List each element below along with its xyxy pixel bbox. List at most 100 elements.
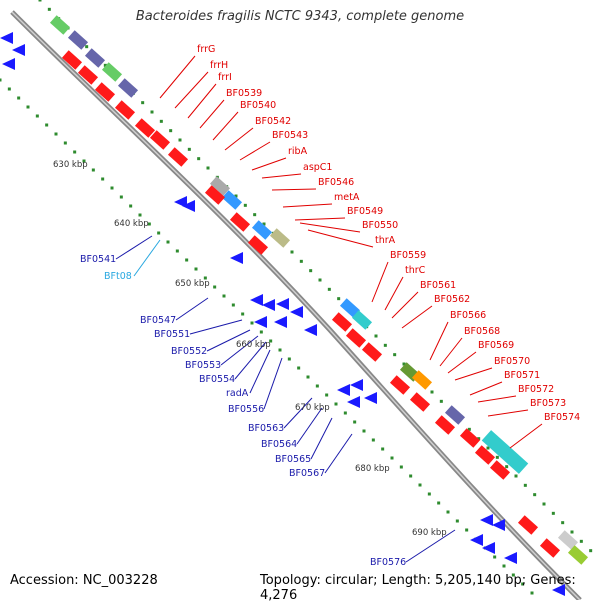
tick-dot — [561, 521, 565, 525]
kbp-label: 660 kbp — [236, 340, 271, 350]
tick-dot — [35, 114, 39, 118]
gene-arrow — [481, 430, 529, 474]
leader-line — [115, 235, 153, 260]
gene-label: aspC1 — [303, 162, 332, 173]
tick-dot — [63, 141, 67, 145]
tick-dot — [73, 150, 77, 154]
gene-labels: frrGfrrHfrrIBF0539BF0540BF0542BF0543ribA… — [80, 44, 580, 568]
gene-arrow — [539, 538, 561, 558]
gene-label: BF0573 — [530, 398, 566, 409]
tick-dot — [542, 502, 546, 506]
leader-line — [206, 329, 251, 352]
gene-label: BF0546 — [318, 177, 354, 188]
gene-label: BF0567 — [289, 468, 325, 479]
gene-arrow — [269, 228, 291, 248]
tick-dot — [231, 303, 235, 307]
genome-backbone-highlight — [11, 11, 581, 600]
gene-label: BF0572 — [518, 384, 554, 395]
tick-dot — [299, 259, 303, 263]
tick-dot — [446, 510, 450, 514]
gene-arrow — [12, 44, 25, 56]
leader-line — [133, 239, 161, 277]
gene-label: thrA — [375, 235, 396, 246]
gene-arrow — [174, 196, 187, 208]
tick-dot — [502, 564, 506, 568]
tick-dot — [159, 119, 163, 123]
tick-dot — [495, 455, 499, 459]
tick-dot — [110, 186, 114, 190]
tick-dot — [399, 465, 403, 469]
gene-arrow — [347, 396, 360, 408]
tick-dot — [455, 519, 459, 523]
tick-dot — [138, 213, 142, 217]
tick-dot — [493, 555, 497, 559]
tick-dot — [514, 474, 518, 478]
gene-arrow — [117, 78, 139, 98]
tick-dot — [269, 339, 273, 343]
gene-label: thrC — [405, 265, 426, 276]
tick-dot — [371, 438, 375, 442]
gene-arrow — [149, 130, 171, 150]
tick-dot — [390, 456, 394, 460]
tick-dot — [309, 269, 313, 273]
tick-dot — [47, 7, 51, 11]
kbp-label: 630 kbp — [53, 160, 88, 170]
tick-dot — [393, 353, 397, 357]
gene-arrow — [567, 545, 589, 565]
gene-arrow — [262, 299, 275, 311]
kbp-label: 680 kbp — [355, 464, 390, 474]
tick-dot — [129, 204, 133, 208]
tick-dot — [91, 168, 95, 172]
leader-line — [239, 141, 271, 161]
gene-arrow — [517, 515, 539, 535]
tick-dot — [243, 203, 247, 207]
gene-arrow — [557, 530, 579, 550]
gene-arrow — [350, 379, 363, 391]
tick-dot — [533, 493, 537, 497]
tick-dot — [383, 343, 387, 347]
inner-tick-track — [0, 78, 534, 595]
tick-dot — [169, 129, 173, 133]
gene-label: BF0552 — [171, 346, 207, 357]
leader-line — [283, 397, 313, 429]
gene-arrow — [480, 514, 493, 526]
gene-label: BF0553 — [185, 360, 221, 371]
tick-dot — [465, 528, 469, 532]
kbp-label: 650 kbp — [175, 279, 210, 289]
gene-arrow — [444, 405, 466, 425]
gene-arrow — [276, 298, 289, 310]
tick-dot — [418, 483, 422, 487]
gene-arrow — [247, 235, 269, 255]
gene-arrow — [49, 15, 71, 35]
gene-arrow — [290, 306, 303, 318]
gene-arrow — [411, 370, 433, 390]
tick-dot — [213, 285, 217, 289]
gene-arrow — [221, 190, 243, 210]
gene-label: frrH — [210, 60, 228, 71]
leader-line — [249, 349, 271, 394]
tick-dot — [427, 492, 431, 496]
gene-arrow — [204, 185, 226, 205]
gene-arrow — [250, 294, 263, 306]
gene-label: BF0570 — [494, 356, 530, 367]
gene-arrow — [2, 58, 15, 70]
tick-dot — [253, 213, 257, 217]
tick-dot — [259, 330, 263, 334]
tick-dot — [206, 166, 210, 170]
tick-dot — [178, 138, 182, 142]
gene-arrow — [182, 200, 195, 212]
leader-line — [405, 529, 456, 563]
tick-dot — [409, 474, 413, 478]
gene-arrow — [361, 342, 383, 362]
leader-line — [307, 229, 374, 248]
tick-dot — [234, 194, 238, 198]
gene-arrow — [470, 534, 483, 546]
gene-label: BF0569 — [478, 340, 514, 351]
leader-line — [487, 409, 529, 417]
leader-line — [159, 55, 196, 99]
tick-dot — [54, 132, 58, 136]
leader-line — [175, 297, 209, 321]
gene-features — [0, 15, 589, 596]
gene-arrow — [474, 445, 496, 465]
